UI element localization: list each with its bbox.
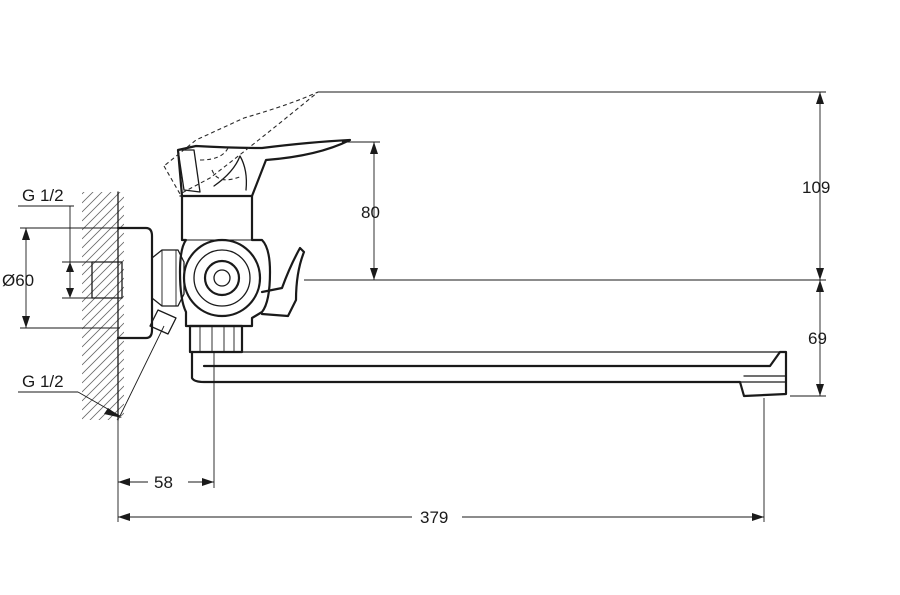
- mixer-body: [178, 194, 272, 328]
- hatch-line: [82, 367, 124, 411]
- hatch-line: [82, 259, 124, 303]
- handle-grip-curve: [213, 155, 248, 191]
- hex-nut: [151, 249, 185, 307]
- dim-80-label: 80: [361, 203, 380, 222]
- hatch-line: [82, 250, 124, 294]
- hatch-line: [82, 358, 124, 402]
- dim-arrow: [22, 316, 30, 328]
- spout: [190, 350, 788, 398]
- hatch-line: [82, 232, 124, 276]
- dim-58-label-bg: [148, 470, 188, 494]
- wall-flange: [116, 226, 154, 340]
- dim-69-label: 69: [808, 329, 827, 348]
- angled-connector: [149, 309, 177, 335]
- hatch-line: [82, 192, 94, 204]
- hatch-line: [82, 241, 124, 285]
- hatch-line: [82, 192, 103, 213]
- hatch-line: [82, 192, 85, 195]
- diverter-knob-mid: [193, 249, 251, 307]
- dim-arrow: [370, 142, 378, 154]
- thread-top-label: G 1/2: [22, 186, 64, 205]
- dim-arrow: [752, 513, 764, 521]
- dim-arrow: [66, 262, 74, 272]
- hatch-line: [82, 196, 124, 240]
- dim-arrow: [370, 268, 378, 280]
- diameter-label: Ø60: [2, 271, 34, 290]
- hatch-line: [82, 376, 124, 420]
- dim-58-label: 58: [154, 473, 173, 492]
- hatch-line: [82, 340, 124, 384]
- diverter-knob-inner: [203, 259, 241, 297]
- dim-arrow: [816, 92, 824, 104]
- hatch-line: [82, 214, 124, 258]
- hatch-line: [82, 286, 124, 330]
- dim-109-label: 109: [802, 178, 830, 197]
- hatch-line: [82, 277, 124, 321]
- dim-arrow: [66, 288, 74, 298]
- hatch-line: [82, 304, 124, 348]
- hatch-line: [82, 349, 124, 393]
- wall-hatching: [82, 192, 124, 420]
- dim-arrow: [104, 408, 122, 418]
- hatch-line: [107, 403, 124, 420]
- dim-379-label-bg: [412, 505, 462, 529]
- hatch-line: [82, 192, 121, 231]
- diverter-lever: [260, 246, 306, 318]
- dim-arrow: [202, 478, 214, 486]
- hatch-line: [82, 192, 112, 222]
- mixer-handle: [176, 138, 352, 198]
- hatch-line: [82, 322, 124, 366]
- hatch-line: [82, 313, 124, 357]
- diverter-knob-center: [213, 269, 231, 287]
- dim-arrow: [118, 478, 130, 486]
- dim-arrow: [816, 268, 824, 280]
- hatch-line: [82, 331, 124, 375]
- dim-arrow: [22, 228, 30, 240]
- diverter-knob-outer: [182, 238, 262, 318]
- mixer-handle-raised-inner: [199, 147, 243, 181]
- dim-arrow: [816, 384, 824, 396]
- hatch-line: [82, 268, 124, 312]
- thread-bottom-leader: [119, 325, 165, 417]
- hatch-line: [82, 205, 124, 249]
- handle-cap: [177, 149, 201, 193]
- hatch-line: [82, 295, 124, 339]
- hatch-line: [89, 385, 124, 420]
- dim-arrow: [118, 513, 130, 521]
- dim-379-label: 379: [420, 508, 448, 527]
- mixer-handle-raised: [163, 91, 319, 195]
- thread-bottom-label: G 1/2: [22, 372, 64, 391]
- spout-aerator: [739, 375, 787, 383]
- inlet-nipple: [91, 261, 123, 299]
- hatch-line: [82, 223, 124, 267]
- hatch-line: [98, 394, 124, 420]
- dim-arrow: [816, 280, 824, 292]
